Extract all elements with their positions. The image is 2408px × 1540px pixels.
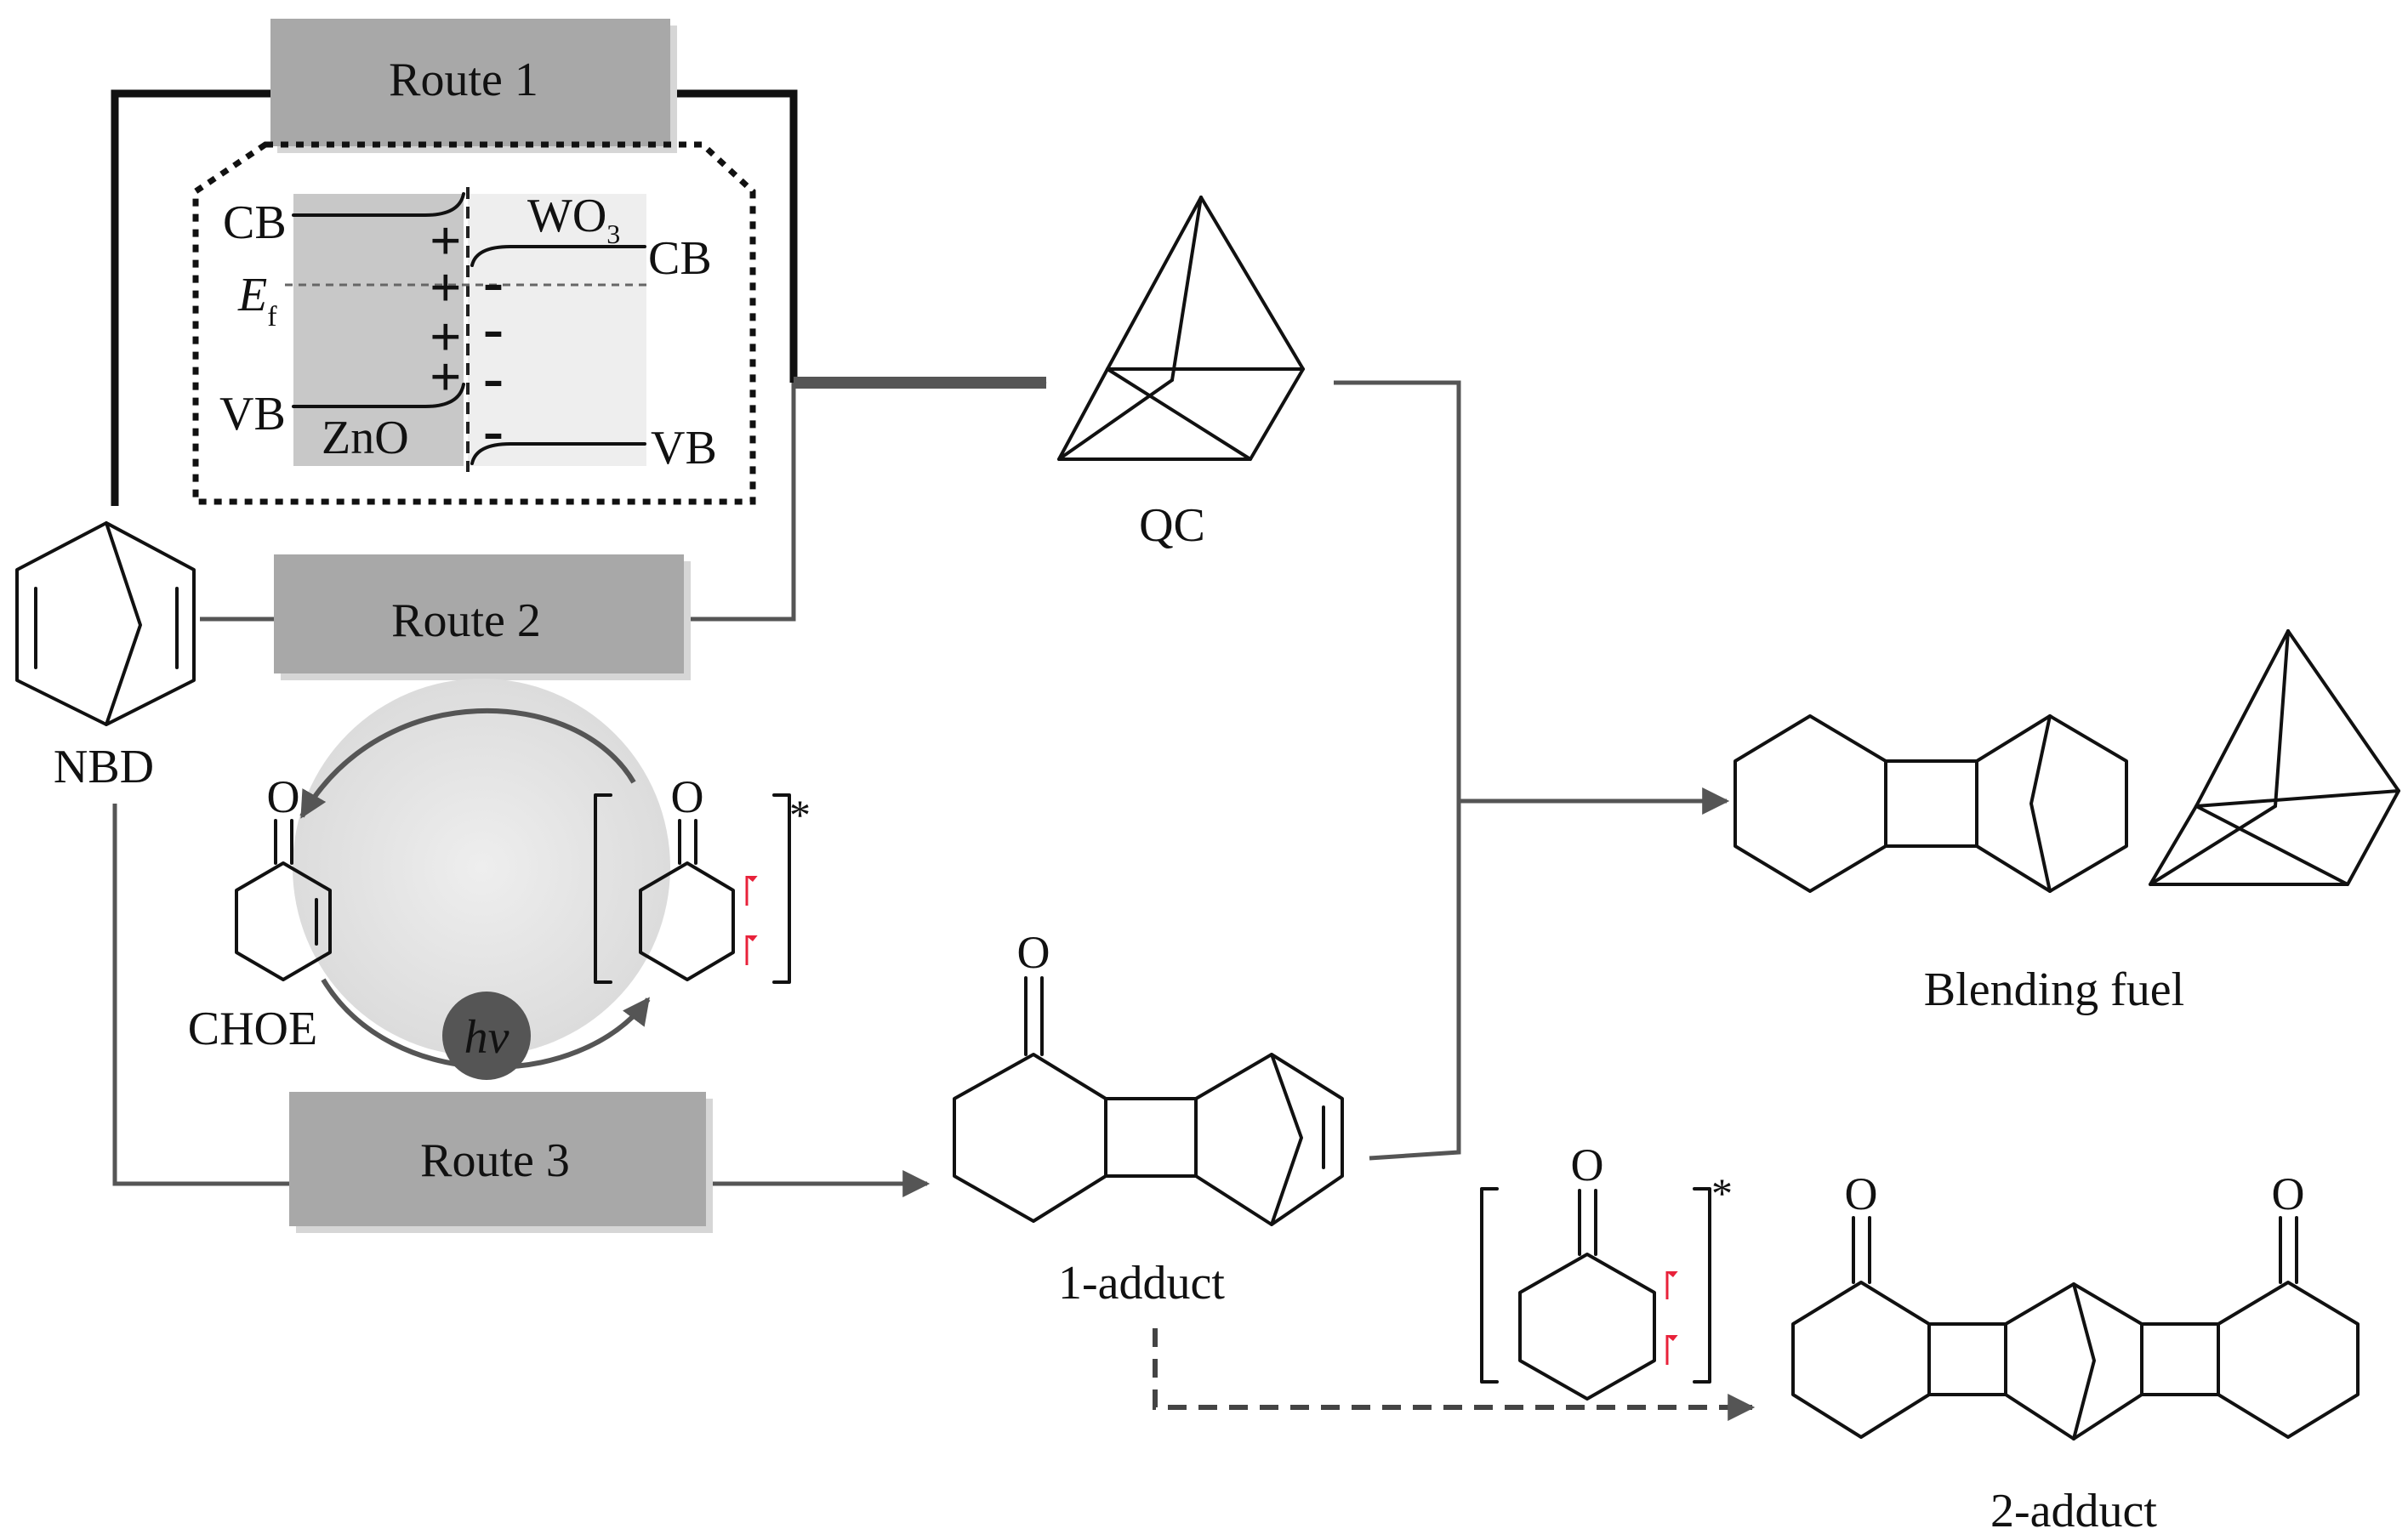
qc-label: QC — [1139, 499, 1205, 552]
cb-right-label: CB — [648, 232, 712, 285]
merge-connectors — [1334, 380, 1730, 1161]
route1-frame — [111, 89, 798, 506]
positive-charges: + + + + — [430, 210, 462, 408]
photocycle: hv O CHOE * O — [188, 679, 811, 1080]
hv-circle — [442, 992, 531, 1080]
one-adduct-label: 1-adduct — [1058, 1257, 1225, 1310]
svg-text:-: - — [483, 294, 504, 362]
svg-text:-: - — [483, 396, 504, 464]
nbd-molecule: NBD — [15, 521, 196, 793]
svg-text:+: + — [430, 257, 462, 319]
blending-fuel-molecules: Blending fuel — [1733, 629, 2400, 1016]
zno-region — [293, 194, 464, 466]
route3-connectors — [112, 804, 931, 1197]
zno-cb-line — [292, 192, 465, 217]
band-diagram: CB Ef VB ZnO WO3 CB VB + + + + - - - - — [192, 141, 756, 505]
excited-star: * — [789, 791, 811, 838]
wo3-label: WO3 — [527, 190, 620, 249]
excited-choe-2: * O — [1480, 1139, 1733, 1401]
svg-text:O: O — [671, 771, 704, 822]
svg-text:O: O — [267, 771, 300, 822]
choe-molecule: O CHOE — [188, 771, 332, 1055]
cb-left-label: CB — [223, 196, 287, 249]
route2-label: Route 2 — [391, 594, 541, 647]
route2-connectors — [200, 383, 796, 622]
svg-text:O: O — [1845, 1168, 1878, 1219]
dashed-arrow-to-two-adduct — [1153, 1328, 1756, 1421]
svg-text:+: + — [430, 306, 462, 368]
route1-label: Route 1 — [389, 54, 538, 106]
svg-text:+: + — [430, 346, 462, 408]
negative-charges: - - - - — [483, 247, 504, 464]
svg-text:+: + — [430, 210, 462, 272]
route2-box: Route 2 — [274, 554, 691, 680]
nbd-label: NBD — [54, 741, 154, 793]
svg-text:O: O — [2272, 1168, 2305, 1219]
svg-text:*: * — [1711, 1169, 1733, 1217]
svg-text:O: O — [1017, 927, 1050, 978]
hv-label: hv — [464, 1011, 509, 1064]
excited-choe: * O — [594, 771, 811, 984]
blending-fuel-label: Blending fuel — [1924, 963, 2184, 1016]
vb-right-label: VB — [651, 422, 717, 475]
route3-box: Route 3 — [289, 1092, 713, 1233]
route3-label: Route 3 — [420, 1134, 570, 1187]
zno-label: ZnO — [322, 412, 409, 464]
one-adduct-molecule: O 1-adduct — [953, 927, 1344, 1310]
svg-text:-: - — [483, 344, 504, 412]
two-adduct-molecule: O O 2-adduct — [1791, 1168, 2360, 1537]
cycle-background — [293, 679, 670, 1056]
qc-molecule: QC — [1057, 196, 1305, 552]
choe-label: CHOE — [188, 1003, 317, 1055]
wo3-region — [468, 194, 646, 466]
cycle-arrow-top — [299, 707, 636, 819]
two-adduct-label: 2-adduct — [1990, 1485, 2157, 1537]
svg-text:O: O — [1571, 1139, 1604, 1191]
vb-left-label: VB — [219, 388, 286, 440]
zno-vb-line — [292, 383, 465, 408]
ef-label: Ef — [237, 269, 277, 332]
wo3-cb-line — [470, 245, 646, 267]
wo3-vb-line — [470, 442, 646, 465]
svg-text:-: - — [483, 247, 504, 315]
route1-box: Route 1 — [270, 19, 677, 153]
band-diagram-dotted-frame — [192, 141, 756, 505]
